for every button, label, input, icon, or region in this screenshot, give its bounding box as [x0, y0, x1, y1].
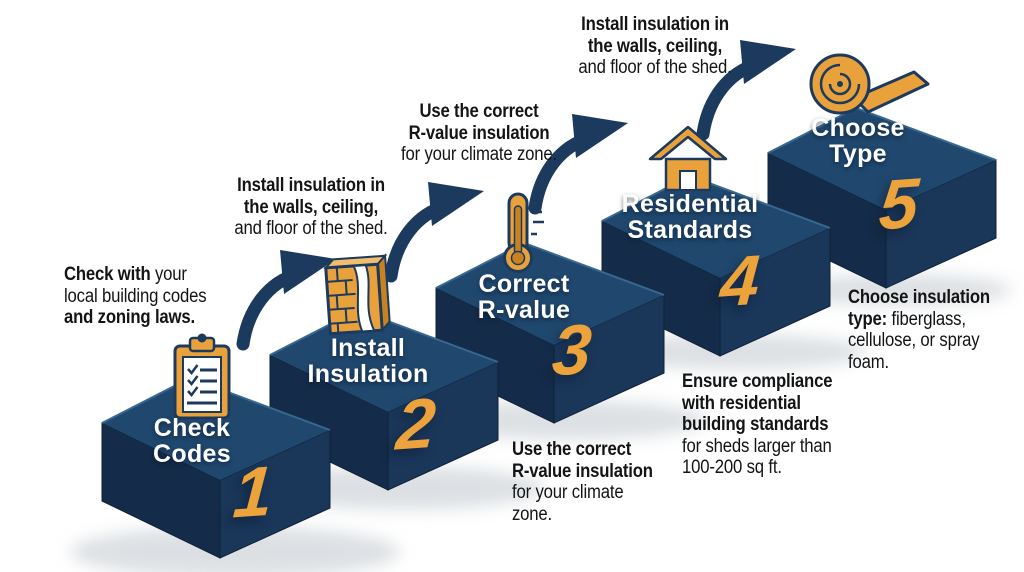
- note-line: Use the correct: [512, 439, 653, 461]
- house-icon: [648, 125, 728, 192]
- step1-number: 1: [230, 451, 276, 533]
- note-step3-below: Use the correct R-value insulation for y…: [512, 439, 653, 525]
- step4-label-line1: Residential: [621, 190, 759, 218]
- step4-label-line2: Standards: [627, 216, 753, 244]
- note-bold-text: the walls, ceiling,: [587, 35, 723, 57]
- insulation-roll-icon: [809, 53, 930, 115]
- note-line: Check with your: [64, 264, 206, 286]
- note-bold-text: Install insulation in: [581, 14, 729, 35]
- note-line: the walls, ceiling,: [578, 36, 731, 58]
- note-step3-above: Use the correct R-value insulation for y…: [401, 101, 557, 166]
- floor-shadows: [70, 274, 1012, 572]
- note-regular-text: and floor of the shed.: [234, 218, 388, 239]
- step2-label-line2: Insulation: [307, 360, 429, 388]
- step3-label-line1: Correct: [478, 270, 570, 298]
- note-bold-text: type:: [848, 308, 888, 330]
- note-line: local building codes: [64, 285, 207, 308]
- note-line: R-value insulation: [512, 461, 653, 483]
- note-bold-text: Ensure compliance: [682, 371, 833, 392]
- step5-label-line1: Choose: [811, 114, 905, 142]
- step3-number: 3: [549, 309, 595, 391]
- note-line: and floor of the shed.: [578, 57, 731, 79]
- note-bold-text: Use the correct: [512, 439, 632, 460]
- step-block-4: [601, 174, 831, 357]
- arrow-step1-to-step2-icon: [236, 250, 336, 351]
- note-bold-text: Choose insulation: [848, 287, 990, 308]
- note-regular-text: for your climate zone.: [401, 144, 557, 165]
- step1-label-line2: Codes: [153, 440, 231, 468]
- note-bold-text: Use the correct: [419, 101, 539, 122]
- note-line: zone.: [512, 504, 653, 526]
- note-step2-above: Install insulation in the walls, ceiling…: [234, 175, 387, 240]
- note-step4-above: Install insulation in the walls, ceiling…: [578, 14, 731, 79]
- note-line: for your climate: [512, 482, 653, 504]
- brick-wall-insulation-icon: [323, 253, 391, 336]
- step2-number: 2: [393, 383, 439, 465]
- note-line: Choose insulation: [848, 287, 990, 309]
- note-line: type: fiberglass,: [848, 309, 990, 331]
- note-bold-text: R-value insulation: [408, 122, 550, 144]
- note-line: for your climate zone.: [401, 144, 557, 166]
- note-line: Install insulation in: [234, 175, 387, 197]
- step2-label: Install Insulation: [307, 335, 428, 387]
- step5-label-line2: Type: [829, 140, 887, 168]
- note-regular-text: local building codes: [64, 285, 207, 307]
- note-line: and zoning laws.: [64, 307, 206, 329]
- thermometer-icon: [503, 192, 544, 273]
- step1-label: Check Codes: [153, 415, 231, 467]
- note-bold-text: the walls, ceiling,: [243, 196, 379, 218]
- note-line: building standards: [682, 414, 832, 436]
- step3-label-line2: R-value: [477, 296, 571, 324]
- step5-label: Choose Type: [811, 115, 904, 167]
- note-bold-text: Check with: [64, 264, 151, 285]
- step1-label-line1: Check: [153, 414, 231, 442]
- arrow-step3-to-step4-icon: [528, 114, 628, 215]
- clipboard-checklist-icon: [173, 333, 231, 420]
- note-line: the walls, ceiling,: [234, 197, 387, 219]
- note-line: 100-200 sq ft.: [682, 457, 832, 479]
- step4-label: Residential Standards: [622, 191, 759, 243]
- note-bold-text: building standards: [682, 414, 829, 435]
- note-line: Use the correct: [401, 101, 557, 123]
- note-regular-text: zone.: [512, 503, 553, 525]
- note-line: Install insulation in: [578, 14, 731, 36]
- note-regular-text: cellulose, or spray: [848, 330, 980, 351]
- note-regular-text: foam.: [848, 351, 889, 373]
- note-step4-below: Ensure compliance with residential build…: [682, 371, 833, 479]
- note-regular-text: and floor of the shed.: [578, 57, 732, 78]
- step2-label-line1: Install: [330, 334, 406, 362]
- note-line: for sheds larger than: [682, 436, 832, 458]
- note-regular-text: for sheds larger than: [682, 435, 832, 457]
- note-bold-text: Install insulation in: [237, 175, 385, 196]
- note-line: with residential: [682, 393, 832, 415]
- note-step1-side: Check with your local building codes and…: [64, 264, 207, 329]
- note-regular-text: your: [150, 264, 187, 285]
- note-line: foam.: [848, 352, 990, 374]
- note-regular-text: fiberglass,: [887, 308, 966, 330]
- note-bold-text: with residential: [682, 392, 801, 414]
- note-line: R-value insulation: [401, 123, 557, 145]
- note-step5-side: Choose insulation type: fiberglass, cell…: [848, 287, 990, 373]
- note-bold-text: and zoning laws.: [64, 307, 195, 328]
- note-line: Ensure compliance: [682, 371, 833, 393]
- step-block-2: [269, 308, 499, 491]
- arrow-step4-to-step5-icon: [696, 40, 796, 141]
- step4-number: 4: [717, 240, 763, 322]
- note-line: and floor of the shed.: [234, 218, 387, 240]
- note-bold-text: R-value insulation: [512, 460, 653, 482]
- arrow-step2-to-step3-icon: [384, 182, 484, 283]
- note-regular-text: for your climate: [512, 482, 624, 503]
- step3-label: Correct R-value: [478, 271, 570, 323]
- step-block-3: [435, 241, 665, 424]
- step5-number: 5: [876, 163, 922, 245]
- note-regular-text: 100-200 sq ft.: [682, 457, 782, 478]
- note-line: cellulose, or spray: [848, 330, 990, 352]
